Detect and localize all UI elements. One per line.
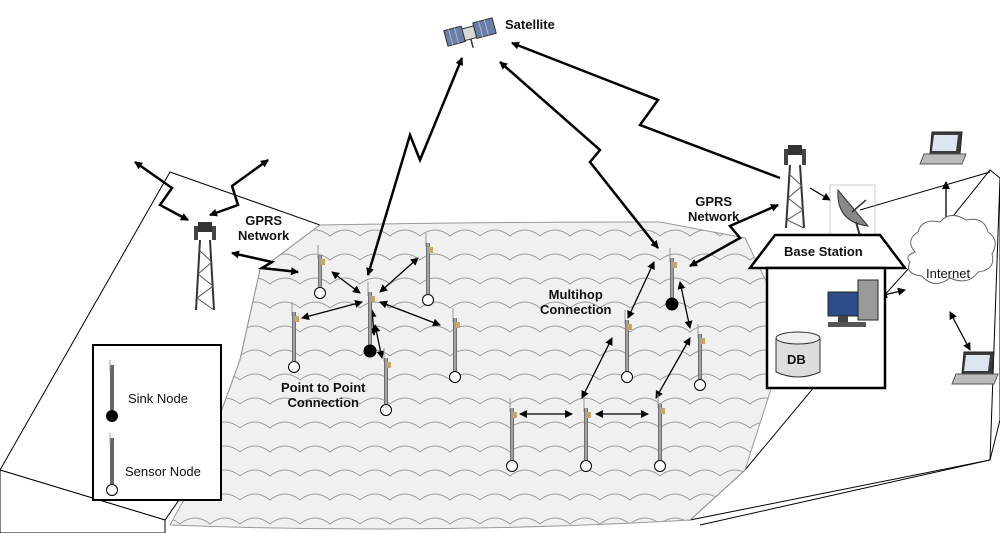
legend-sensor-node-icon: [106, 433, 118, 496]
multihop-line2: Connection: [540, 302, 612, 317]
sensor-nodes: [288, 233, 706, 472]
gprs-left-up-link-2: [209, 158, 269, 217]
legend-sink-node-label: Sink Node: [128, 391, 188, 406]
sensor-node: [654, 394, 666, 472]
laptop-bottom-icon: [951, 351, 999, 385]
satellite-to-multihop-link: [499, 61, 659, 249]
base-station-building: [747, 233, 908, 390]
legend-sensor-node-label: Sensor Node: [125, 464, 201, 479]
gprs-left-line1: GPRS: [245, 213, 283, 228]
sensor-node: [380, 348, 392, 416]
legend-box: [92, 344, 222, 501]
computer-icon: [827, 279, 879, 327]
gprs-tower-right-icon: [784, 145, 806, 229]
sensor-node: [314, 245, 326, 299]
p2p-line2: Connection: [287, 395, 359, 410]
multihop-connection-label: Multihop Connection: [540, 287, 612, 317]
internet-cloud-icon: [907, 215, 996, 284]
sensor-node: [580, 398, 592, 472]
internet-label: Internet: [926, 266, 971, 281]
point-to-point-connection-label: Point to Point Connection: [281, 380, 365, 410]
database-icon: [775, 331, 821, 378]
satellite-to-p2p-link: [366, 57, 464, 276]
basestation-to-satellite-link: [511, 41, 781, 180]
sensor-node: [621, 310, 633, 383]
sensor-node: [694, 324, 706, 391]
satellite-label: Satellite: [505, 17, 555, 32]
gprs-right-to-sink-link: [689, 203, 779, 268]
satellite-icon: [443, 17, 497, 48]
gprs-network-left-label: GPRS Network: [238, 213, 289, 243]
sensor-node: [422, 233, 434, 306]
sensor-node: [288, 302, 300, 373]
db-label: DB: [787, 352, 806, 367]
gprs-right-line1: GPRS: [695, 194, 733, 209]
sensor-node: [449, 308, 461, 383]
sink-node: [665, 248, 679, 311]
multihop-line1: Multihop: [548, 287, 603, 302]
p2p-line1: Point to Point: [281, 380, 366, 395]
gprs-left-up-link-1: [134, 160, 189, 222]
sink-node: [363, 282, 377, 358]
gprs-right-line2: Network: [688, 209, 740, 224]
gprs-left-line2: Network: [238, 228, 290, 243]
base-station-label: Base Station: [784, 244, 863, 259]
laptop-top-icon: [919, 131, 967, 165]
satellite-dish-icon: [829, 184, 876, 238]
gprs-network-right-label: GPRS Network: [688, 194, 739, 224]
wireless-links: [134, 41, 781, 276]
sensor-node: [506, 398, 518, 472]
gprs-tower-left-icon: [194, 222, 216, 311]
legend-sink-node-icon: [106, 360, 118, 422]
gprs-left-to-nodes-link: [231, 250, 299, 276]
